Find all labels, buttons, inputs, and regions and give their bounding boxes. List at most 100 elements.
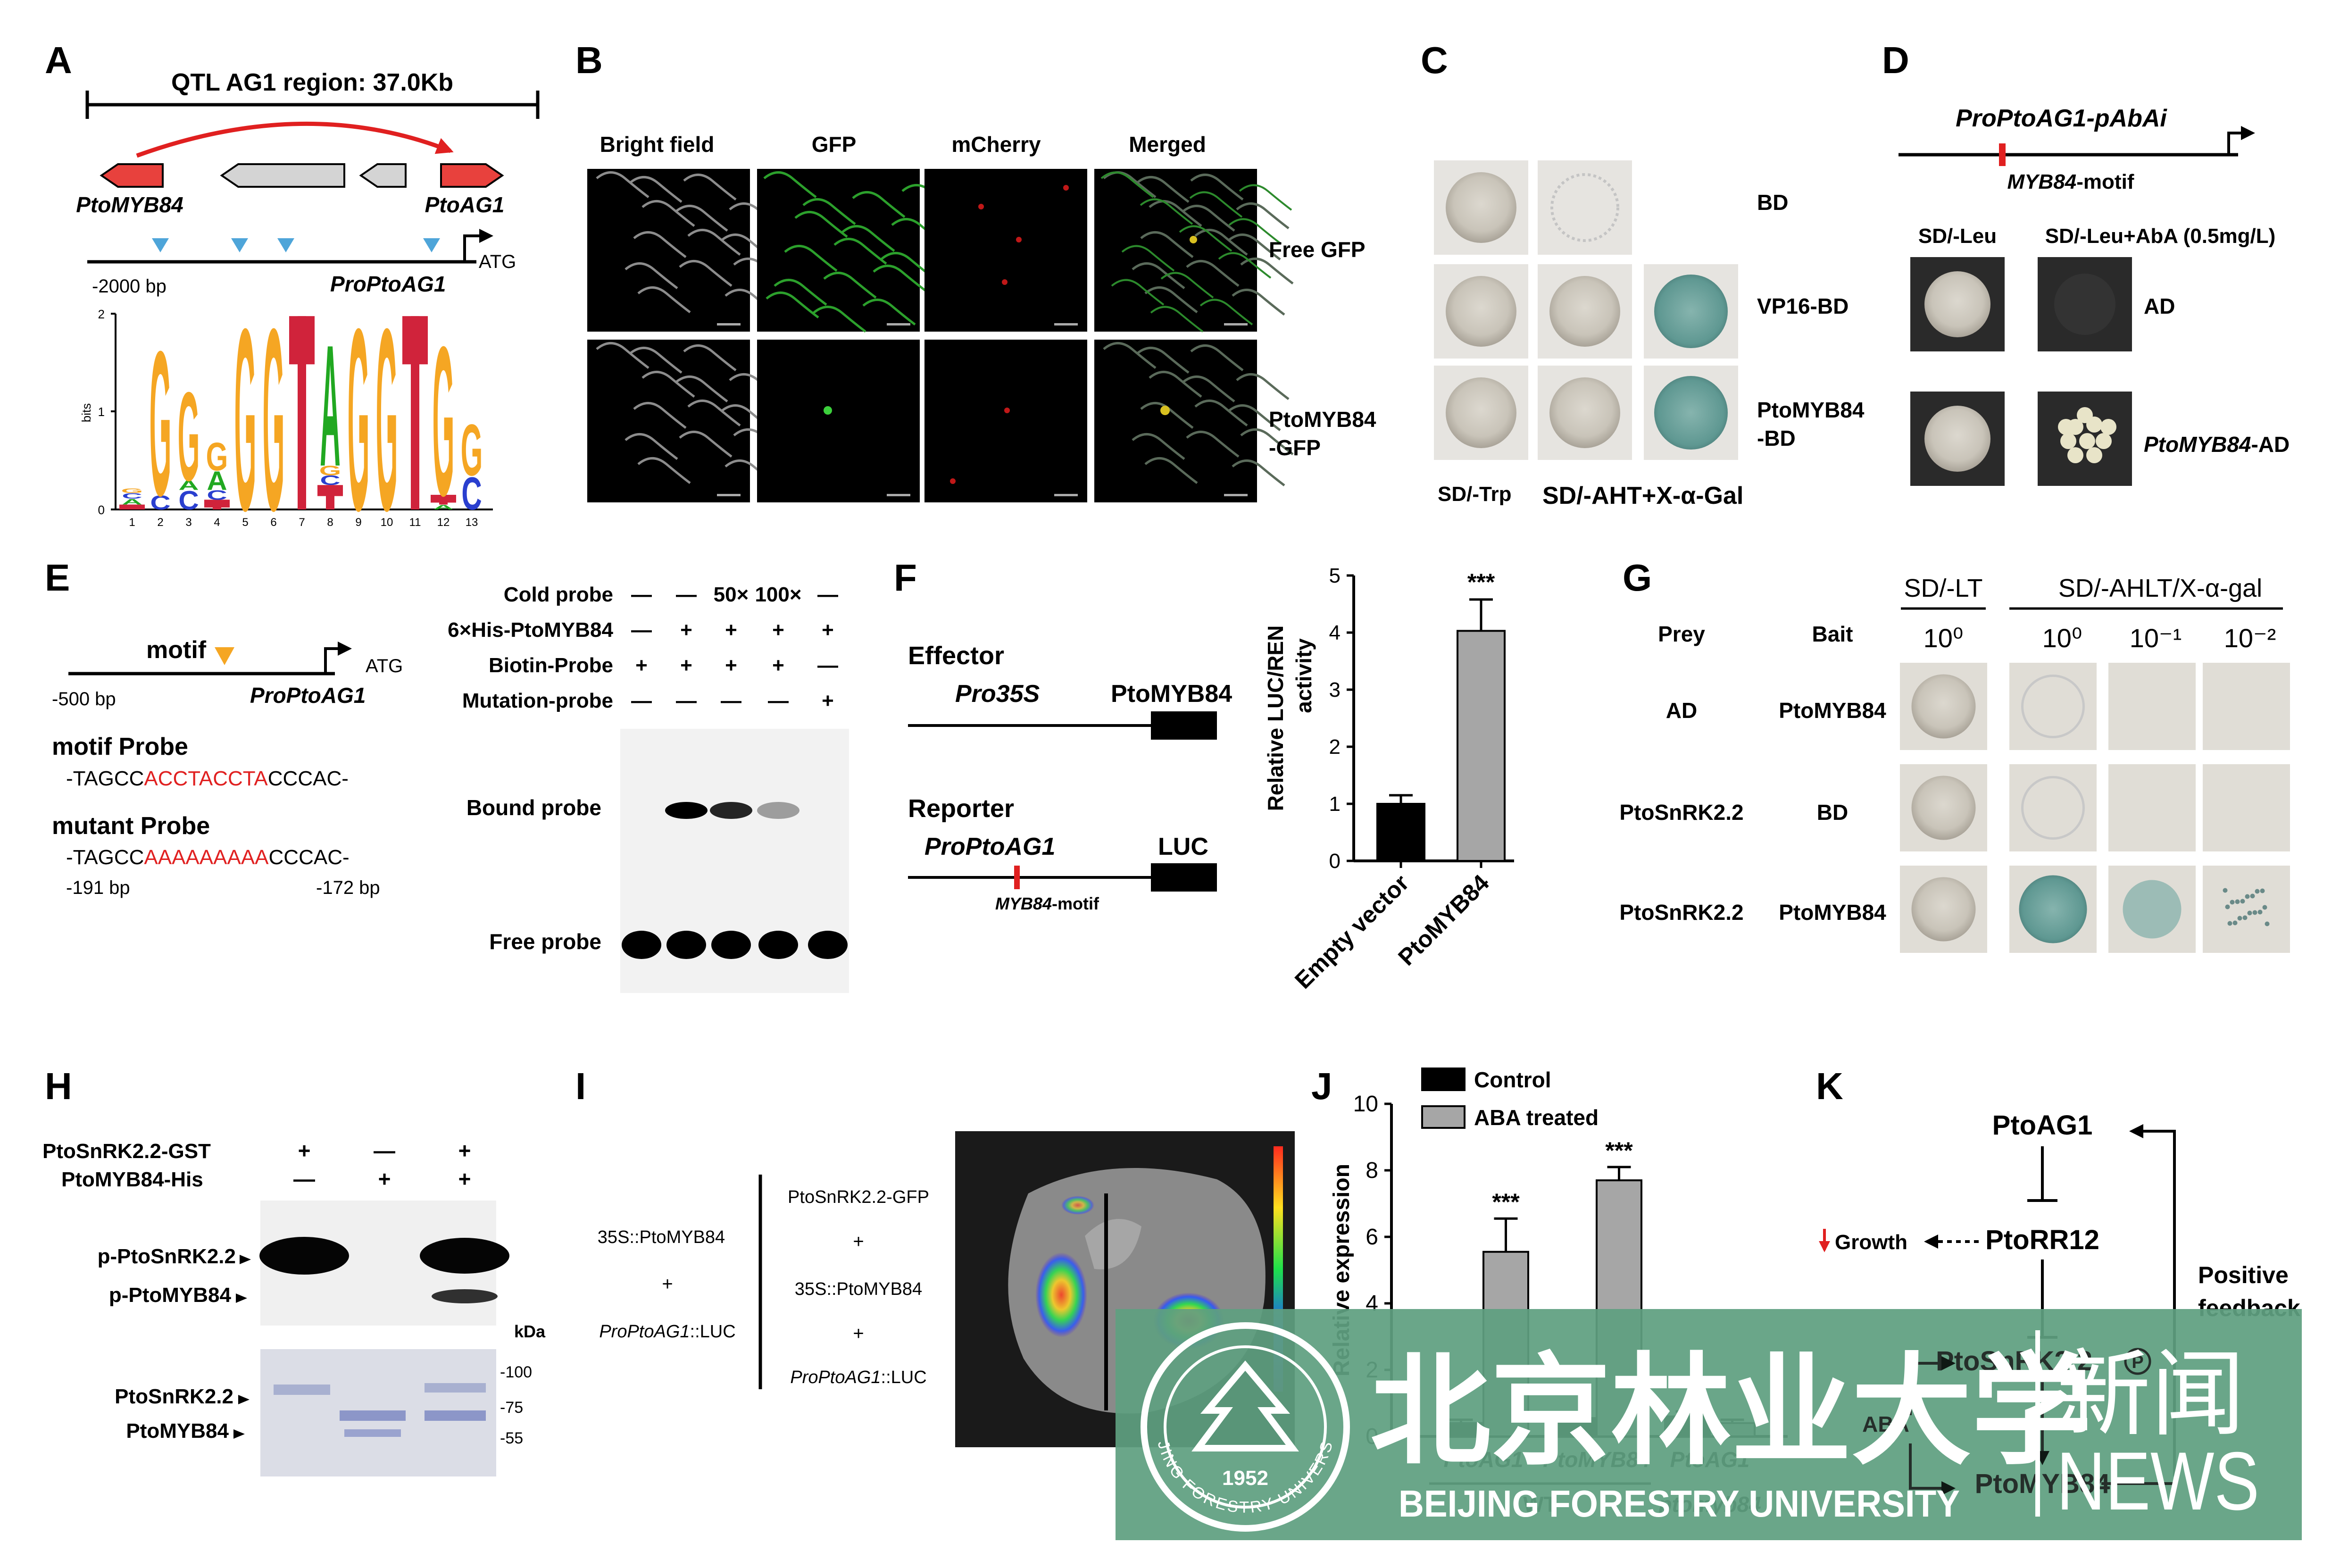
i-right-plus2: + xyxy=(853,1323,864,1344)
h-lane-values: +—+—++ xyxy=(293,1138,471,1191)
j-legend-swatch xyxy=(1421,1068,1466,1091)
g-row1-prey: AD xyxy=(1666,698,1697,723)
logo-letter-G: G xyxy=(206,434,228,479)
g-sd-lt: SD/-LT xyxy=(1904,574,1982,602)
i-right1: PtoSnRK2.2-GFP xyxy=(788,1187,929,1207)
e-bp: -500 bp xyxy=(52,689,116,709)
g-prey: Prey xyxy=(1658,622,1705,646)
f-ytick-label: 3 xyxy=(1329,678,1341,701)
wm-cn-news: 新闻 xyxy=(2057,1340,2245,1450)
emsa-lane-value: + xyxy=(635,654,648,677)
h-marker-100: -100 xyxy=(500,1363,532,1381)
emsa-lane-value: + xyxy=(680,654,692,677)
bound-band xyxy=(665,802,708,819)
row-ptomyb84-gfp-2: -GFP xyxy=(1269,435,1321,460)
k-positive: Positive xyxy=(2198,1262,2289,1288)
f-xtick-label: Empty vector xyxy=(1290,869,1414,994)
logo-letter-C: C xyxy=(122,492,142,500)
qtl-region-title: QTL AG1 region: 37.0Kb xyxy=(171,69,453,96)
row-ptomyb84-gfp-1: PtoMYB84 xyxy=(1269,407,1376,432)
f-bar xyxy=(1376,803,1425,862)
logo-xtick: 3 xyxy=(185,516,192,529)
logo-xtick: 9 xyxy=(355,516,361,529)
logo-letter-C: C xyxy=(461,468,482,520)
e-promoter: ProPtoAG1 xyxy=(250,683,366,708)
emsa-lane-value: + xyxy=(725,654,737,677)
microscopy-tile xyxy=(924,169,1087,332)
d-colony-cluster xyxy=(2058,407,2116,463)
g-row1-bait: PtoMYB84 xyxy=(1779,698,1886,723)
panel-letter-i: I xyxy=(575,1065,586,1107)
emsa-lane-values: ——50×100×——++++++++—————+ xyxy=(631,583,838,712)
panel-letter-a: A xyxy=(45,39,72,81)
emsa-lane-value: — xyxy=(817,654,838,677)
bound-band xyxy=(710,802,752,819)
logo-xtick: 11 xyxy=(409,516,421,529)
emsa-lane-value: + xyxy=(822,689,834,712)
logo-ylabel: bits xyxy=(79,403,93,422)
j-ytick-label: 8 xyxy=(1366,1158,1378,1183)
h-lane-value: — xyxy=(293,1167,315,1191)
g-row3-prey: PtoSnRK2.2 xyxy=(1619,900,1743,925)
logo-ytick-2: 2 xyxy=(98,307,105,321)
motif-probe-seq: -TAGCCACCTACCTACCCAC- xyxy=(66,767,349,790)
wm-cn-name: 北京林业大学 xyxy=(1370,1342,2092,1482)
logo-letter-T-stem xyxy=(439,494,448,505)
panel-c: BD VP16-BD PtoMYB84 -BD SD/-Trp SD/-AHT+… xyxy=(1434,160,1865,509)
logo-ytick-0: 0 xyxy=(98,503,105,517)
h-row1: PtoSnRK2.2-GST xyxy=(42,1140,211,1163)
f-motif: MYB84-motif xyxy=(995,894,1099,913)
microscopy-grid xyxy=(587,169,1294,502)
f-ytick-label: 2 xyxy=(1329,735,1341,759)
row-free-gfp: Free GFP xyxy=(1269,237,1366,262)
emsa-lane-value: — xyxy=(817,583,838,606)
panel-letter-k: K xyxy=(1816,1065,1843,1107)
k-growth: Growth xyxy=(1835,1231,1907,1254)
f-ylabel: Relative LUC/REN xyxy=(1263,626,1288,811)
yeast-plate xyxy=(1538,160,1632,255)
bound-probe-label: Bound probe xyxy=(466,795,601,820)
logo-ytick-1: 1 xyxy=(98,405,105,419)
logo-letter-T-stem xyxy=(298,316,306,509)
panel-letter-e: E xyxy=(45,557,70,599)
panel-g: SD/-LT SD/-AHLT/X-α-gal Prey Bait 10⁰ 10… xyxy=(1619,574,2290,953)
emsa-lane-value: + xyxy=(725,618,737,642)
logo-letter-C: C xyxy=(207,488,227,502)
c-row-bd-suffix: -BD xyxy=(1757,426,1796,450)
i-left2: ProPtoAG1::LUC xyxy=(599,1322,735,1342)
gene-ptomyb84-shape xyxy=(100,163,164,188)
free-band xyxy=(711,931,751,959)
yeast-plate xyxy=(2108,764,2196,851)
i-left-plus: + xyxy=(662,1274,673,1294)
col-bright-field: Bright field xyxy=(600,132,715,157)
microscopy-tile xyxy=(587,340,750,502)
microscopy-tile xyxy=(1094,169,1257,332)
emsa-lane-value: + xyxy=(680,618,692,642)
wm-en-news: NEWS xyxy=(2057,1435,2259,1527)
panel-letter-b: B xyxy=(575,39,603,81)
yeast-plate xyxy=(2203,764,2290,851)
f-myb: PtoMYB84 xyxy=(1111,680,1232,708)
logo-xtick: 4 xyxy=(214,516,220,529)
h-band4: PtoMYB84 xyxy=(126,1419,229,1443)
seal-year: 1952 xyxy=(1222,1467,1268,1490)
free-band xyxy=(622,931,661,959)
k-rr12: PtoRR12 xyxy=(1985,1225,2099,1255)
logo-xtick: 12 xyxy=(437,516,450,529)
panel-a: QTL AG1 region: 37.0Kb PtoMYB84 PtoAG1 A… xyxy=(76,69,540,565)
gene-middle-shape xyxy=(220,163,345,188)
panel-h: PtoSnRK2.2-GST PtoMYB84-His +—+—++ p-Pto… xyxy=(42,1138,546,1476)
emsa-lane-value: — xyxy=(768,689,789,712)
j-legend-swatch xyxy=(1421,1105,1466,1129)
d-construct: ProPtoAG1-pAbAi xyxy=(1956,105,2167,132)
j-significance: *** xyxy=(1605,1137,1633,1164)
k-myb: PtoMYB84 xyxy=(1975,1468,2110,1499)
logo-xtick: 6 xyxy=(270,516,276,529)
g-dil-2: 10⁻¹ xyxy=(2130,623,2182,653)
e-row-cold: Cold probe xyxy=(504,583,613,606)
logo-letter-T-stem xyxy=(213,500,221,509)
f-luc: LUC xyxy=(1158,833,1208,860)
g-row2-prey: PtoSnRK2.2 xyxy=(1619,800,1743,825)
c-col-sd-trp: SD/-Trp xyxy=(1438,483,1511,506)
g-sd-ahlt: SD/-AHLT/X-α-gal xyxy=(2058,574,2262,602)
